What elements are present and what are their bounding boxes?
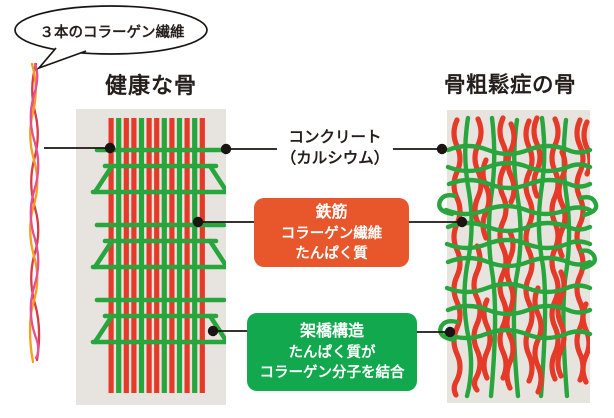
speech-bubble	[14, 5, 208, 70]
crosslink-callout-line1: たんぱく質が	[288, 345, 376, 361]
leader-dot	[207, 325, 219, 337]
collagen-rebar-stripes	[108, 118, 205, 393]
healthy-bone-panel	[76, 109, 226, 405]
leader-dot	[436, 143, 448, 155]
healthy-bone-title: 健康な骨	[104, 73, 197, 98]
leader-dot	[444, 326, 456, 338]
leader-dot	[220, 143, 232, 155]
leader-dot	[456, 216, 468, 228]
crosslink-callout-line2: コラーゲン分子を結合	[259, 365, 405, 381]
crosslink-callout-title: 架橋構造	[299, 323, 364, 340]
leader-dot	[104, 142, 116, 154]
wavy-crosslink-greens	[437, 143, 599, 343]
crosslink-callout-box: 架橋構造 たんぱく質が コラーゲン分子を結合	[247, 313, 417, 391]
speech-bubble-tail	[36, 47, 87, 70]
collagen-fiber-bundle	[28, 62, 41, 364]
concrete-callout-line1: コンクリート	[288, 129, 382, 146]
rebar-callout-box: 鉄筋 コラーゲン繊維 たんぱく質	[254, 198, 409, 267]
concrete-callout-line2: （カルシウム）	[280, 150, 390, 167]
leader-dot	[192, 216, 204, 228]
rebar-callout-title: 鉄筋	[315, 204, 348, 221]
osteoporosis-bone-title: 骨粗鬆症の骨	[443, 73, 576, 97]
osteoporotic-bone-panel	[437, 110, 599, 403]
rebar-callout-line1: コラーゲン繊維	[280, 226, 383, 242]
speech-bubble-label: ３本のコラーゲン繊維	[39, 25, 185, 41]
leader-dots	[104, 142, 468, 338]
concrete-callout: コンクリート （カルシウム）	[268, 127, 402, 169]
rebar-callout-line2: たんぱく質	[295, 246, 368, 262]
leader-lines	[44, 147, 462, 333]
crosslink-mesh-healthy	[90, 147, 226, 345]
